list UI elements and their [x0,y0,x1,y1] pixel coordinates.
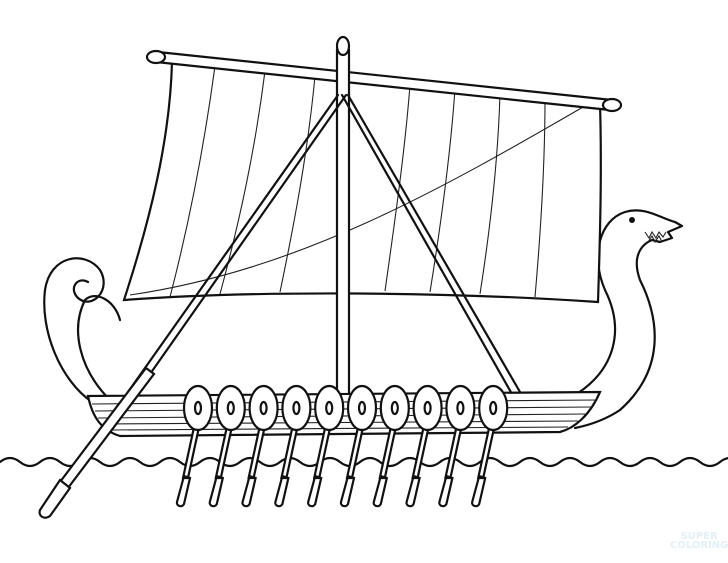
yard-knob-left [145,49,167,65]
prow-spiral [43,257,122,404]
shield-boss [489,400,498,416]
sail-seams [129,65,591,298]
shield-boss [292,400,301,416]
watermark-line2: COLORING [670,540,728,551]
steering-oar-blade [38,478,72,519]
mast-top-knob [335,35,351,57]
water-waves [0,456,728,468]
shields-and-oars [175,384,509,508]
dragon-teeth [644,230,667,244]
shield-boss [423,400,432,416]
shield-boss [456,400,465,416]
shield-boss [390,400,399,416]
shield-boss [259,400,268,416]
rigging-ropes [126,93,522,396]
shield-boss [226,400,235,416]
dragon-head [573,209,684,430]
dragon-eye [629,217,635,223]
yard-knob-right [601,97,623,113]
shield-boss [357,400,367,416]
shield-boss [325,400,334,416]
shield-boss [193,400,203,416]
watermark-line1: SUPER [680,531,718,542]
